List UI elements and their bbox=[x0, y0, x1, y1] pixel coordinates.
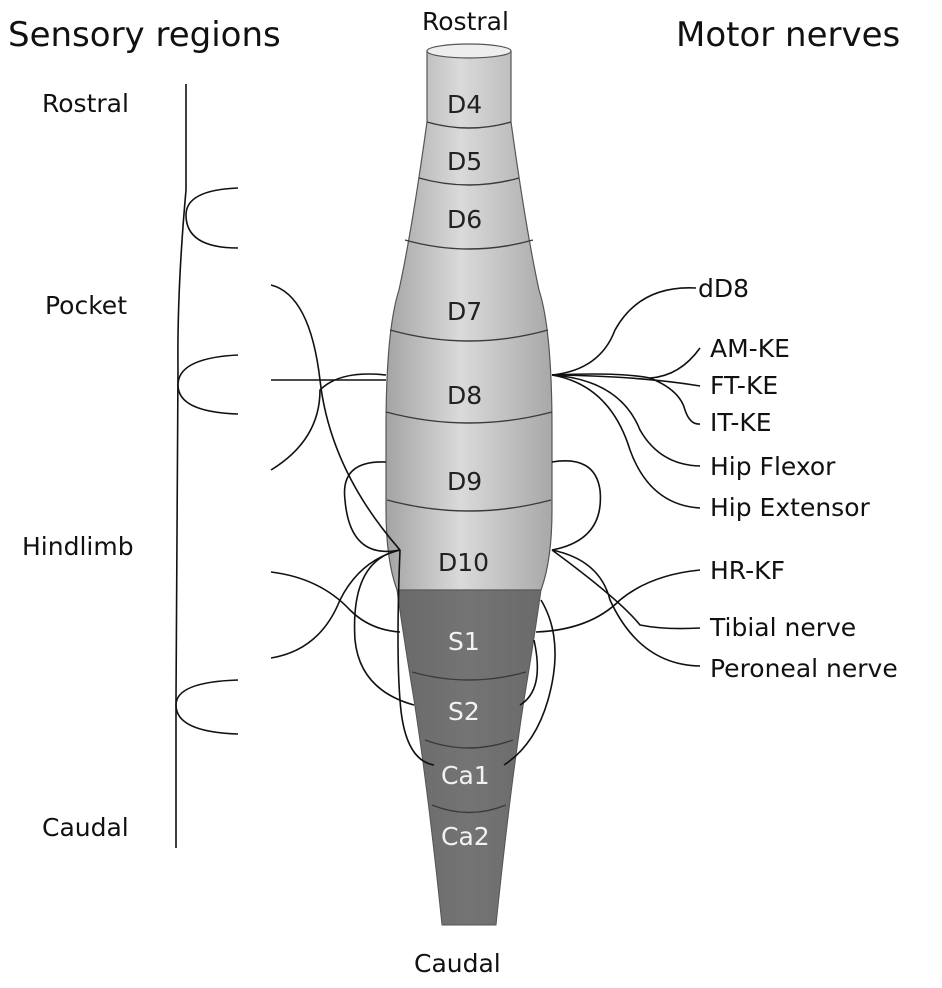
sensory-pocket-label: Pocket bbox=[45, 291, 127, 320]
motor-hip-extensor-label: Hip Extensor bbox=[710, 493, 870, 522]
motor-tibial-nerve-label: Tibial nerve bbox=[709, 613, 856, 642]
segment-label-ca2: Ca2 bbox=[441, 822, 490, 851]
motor-am-ke-label: AM-KE bbox=[710, 334, 790, 363]
segment-label-d4: D4 bbox=[447, 90, 482, 119]
segment-boundaries bbox=[385, 121, 553, 814]
segment-label-ca1: Ca1 bbox=[441, 761, 490, 790]
segment-label-d5: D5 bbox=[447, 147, 482, 176]
segment-label-s2: S2 bbox=[448, 697, 480, 726]
motor-connector-lines bbox=[503, 287, 701, 766]
segment-label-d6: D6 bbox=[447, 205, 482, 234]
motor-it-ke-label: IT-KE bbox=[710, 408, 772, 437]
cord-sacral-body bbox=[396, 589, 542, 926]
sensory-hindlimb-label: Hindlimb bbox=[22, 532, 134, 561]
segment-label-d10: D10 bbox=[438, 548, 489, 577]
motor-nerves-header: Motor nerves bbox=[676, 15, 900, 55]
sensory-connector-lines bbox=[175, 84, 435, 848]
segment-label-d8: D8 bbox=[447, 381, 482, 410]
sensory-caudal-label: Caudal bbox=[42, 813, 129, 842]
caudal-orientation-label: Caudal bbox=[414, 949, 501, 978]
segment-label-s1: S1 bbox=[448, 627, 480, 656]
segment-label-d9: D9 bbox=[447, 467, 482, 496]
motor-hr-kf-label: HR-KF bbox=[710, 556, 785, 585]
sensory-rostral-label: Rostral bbox=[42, 89, 129, 118]
motor-hip-flexor-label: Hip Flexor bbox=[710, 452, 836, 481]
cord-top-cap bbox=[426, 43, 512, 59]
motor-ft-ke-label: FT-KE bbox=[710, 371, 778, 400]
sensory-regions-header: Sensory regions bbox=[8, 15, 281, 55]
motor-dd8-label: dD8 bbox=[698, 274, 749, 303]
rostral-orientation-label: Rostral bbox=[422, 7, 509, 36]
motor-peroneal-nerve-label: Peroneal nerve bbox=[710, 654, 898, 683]
segment-label-d7: D7 bbox=[447, 297, 482, 326]
